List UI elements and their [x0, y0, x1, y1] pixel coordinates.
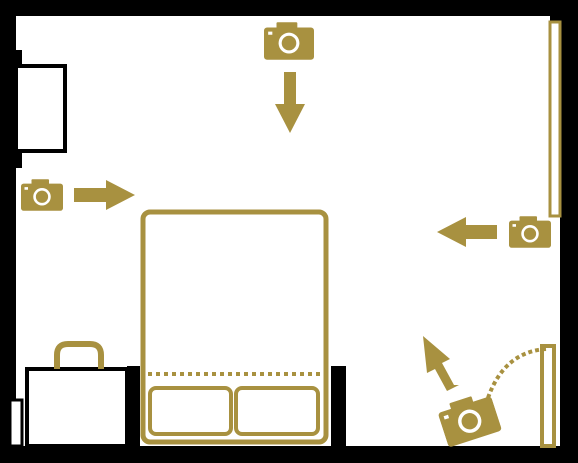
arrow-up-left-icon: [423, 336, 459, 391]
right-wall-corner: [550, 14, 578, 22]
wardrobe: [548, 20, 562, 218]
arrow-left-icon: [437, 217, 497, 247]
suitcase-handle: [54, 341, 104, 369]
arrow-right-icon: [74, 180, 135, 210]
bed: [140, 209, 329, 445]
left-door-jamb: [8, 398, 24, 448]
bottom-wall: [0, 446, 578, 463]
top-wall: [0, 0, 578, 16]
camera-icon: [264, 22, 314, 60]
closet-edge: [12, 52, 18, 166]
camera-icon: [21, 179, 63, 211]
door-swing-arc: [486, 347, 547, 399]
pillow-right: [234, 386, 320, 436]
bed-wall-right: [331, 366, 346, 446]
bed-wall-left: [127, 366, 140, 446]
suitcase: [25, 367, 129, 448]
door: [540, 344, 556, 448]
right-wall: [560, 0, 578, 463]
camera-icon: [509, 216, 551, 248]
pillow-left: [148, 386, 233, 436]
arrow-down-icon: [275, 72, 305, 133]
closet-outline: [12, 50, 67, 168]
left-wall: [0, 0, 12, 463]
